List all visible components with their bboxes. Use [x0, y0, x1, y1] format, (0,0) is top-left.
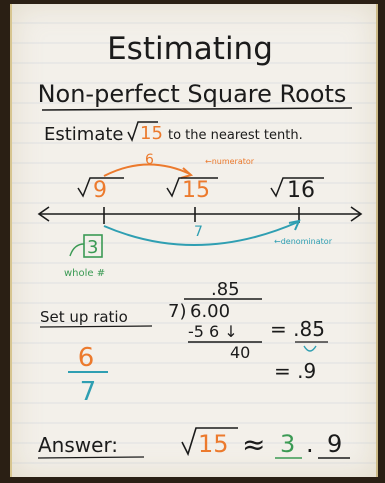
whole-number-value: 3 [87, 237, 98, 258]
division-quotient: .85 [211, 279, 240, 300]
answer-label: Answer: [38, 433, 118, 457]
prompt-radicand: 15 [140, 123, 163, 144]
numerator-difference: 6 [145, 152, 154, 168]
poster-drawing: Estimating Non-perfect Square Roots Esti… [37, 31, 363, 461]
root-middle-value: 15 [182, 178, 210, 203]
root-left-sign [77, 177, 124, 198]
ratio-label-underline [39, 325, 153, 328]
root-right-value: 16 [287, 178, 315, 203]
ratio-numerator: 6 [78, 343, 95, 373]
ratio-label: Set up ratio [40, 308, 128, 326]
title-line-2: Non-perfect Square Roots [38, 80, 347, 108]
answer-label-underline [37, 456, 145, 459]
anchor-chart-poster: Estimating Non-perfect Square Roots Esti… [10, 4, 378, 477]
number-line-right-arrow [350, 206, 363, 222]
answer-radical-sign [181, 427, 238, 457]
whole-number-box [83, 234, 103, 258]
root-right-sign [270, 177, 324, 198]
division-remainder: 40 [230, 343, 250, 362]
whole-number-arrow [69, 243, 85, 257]
root-middle-sign [166, 177, 218, 198]
title-underline [41, 107, 353, 111]
answer-radicand: 15 [198, 430, 229, 458]
numerator-note: ←numerator [205, 157, 255, 166]
answer-approx-sign: ≈ [242, 428, 265, 461]
result-decimal: = .85 [270, 317, 325, 341]
prompt-radical-sign [127, 121, 158, 142]
denominator-arrow [103, 221, 299, 247]
rounding-arrow [303, 345, 317, 352]
prompt-suffix: to the nearest tenth. [168, 128, 303, 143]
denominator-note: ←denominator [274, 237, 333, 246]
denominator-difference: 7 [194, 224, 203, 240]
division-dividend: 6.00 [190, 301, 230, 322]
whole-number-label: whole # [64, 268, 105, 279]
answer-decimal-point: . [306, 430, 314, 458]
number-line-left-arrow [37, 206, 50, 222]
numerator-arrowhead [180, 167, 194, 179]
ratio-denominator: 7 [80, 377, 97, 407]
title-line-1: Estimating [107, 31, 273, 67]
answer-whole: 3 [280, 430, 295, 458]
prompt-prefix: Estimate [44, 124, 124, 145]
root-left-value: 9 [93, 178, 107, 203]
division-divisor: 7) [168, 301, 186, 322]
division-subtract: -5 6 ↓ [188, 322, 238, 341]
denominator-arrowhead [288, 219, 301, 231]
result-rounded: = .9 [274, 359, 316, 383]
numerator-arrow [103, 163, 191, 177]
answer-decimal: 9 [327, 430, 342, 458]
